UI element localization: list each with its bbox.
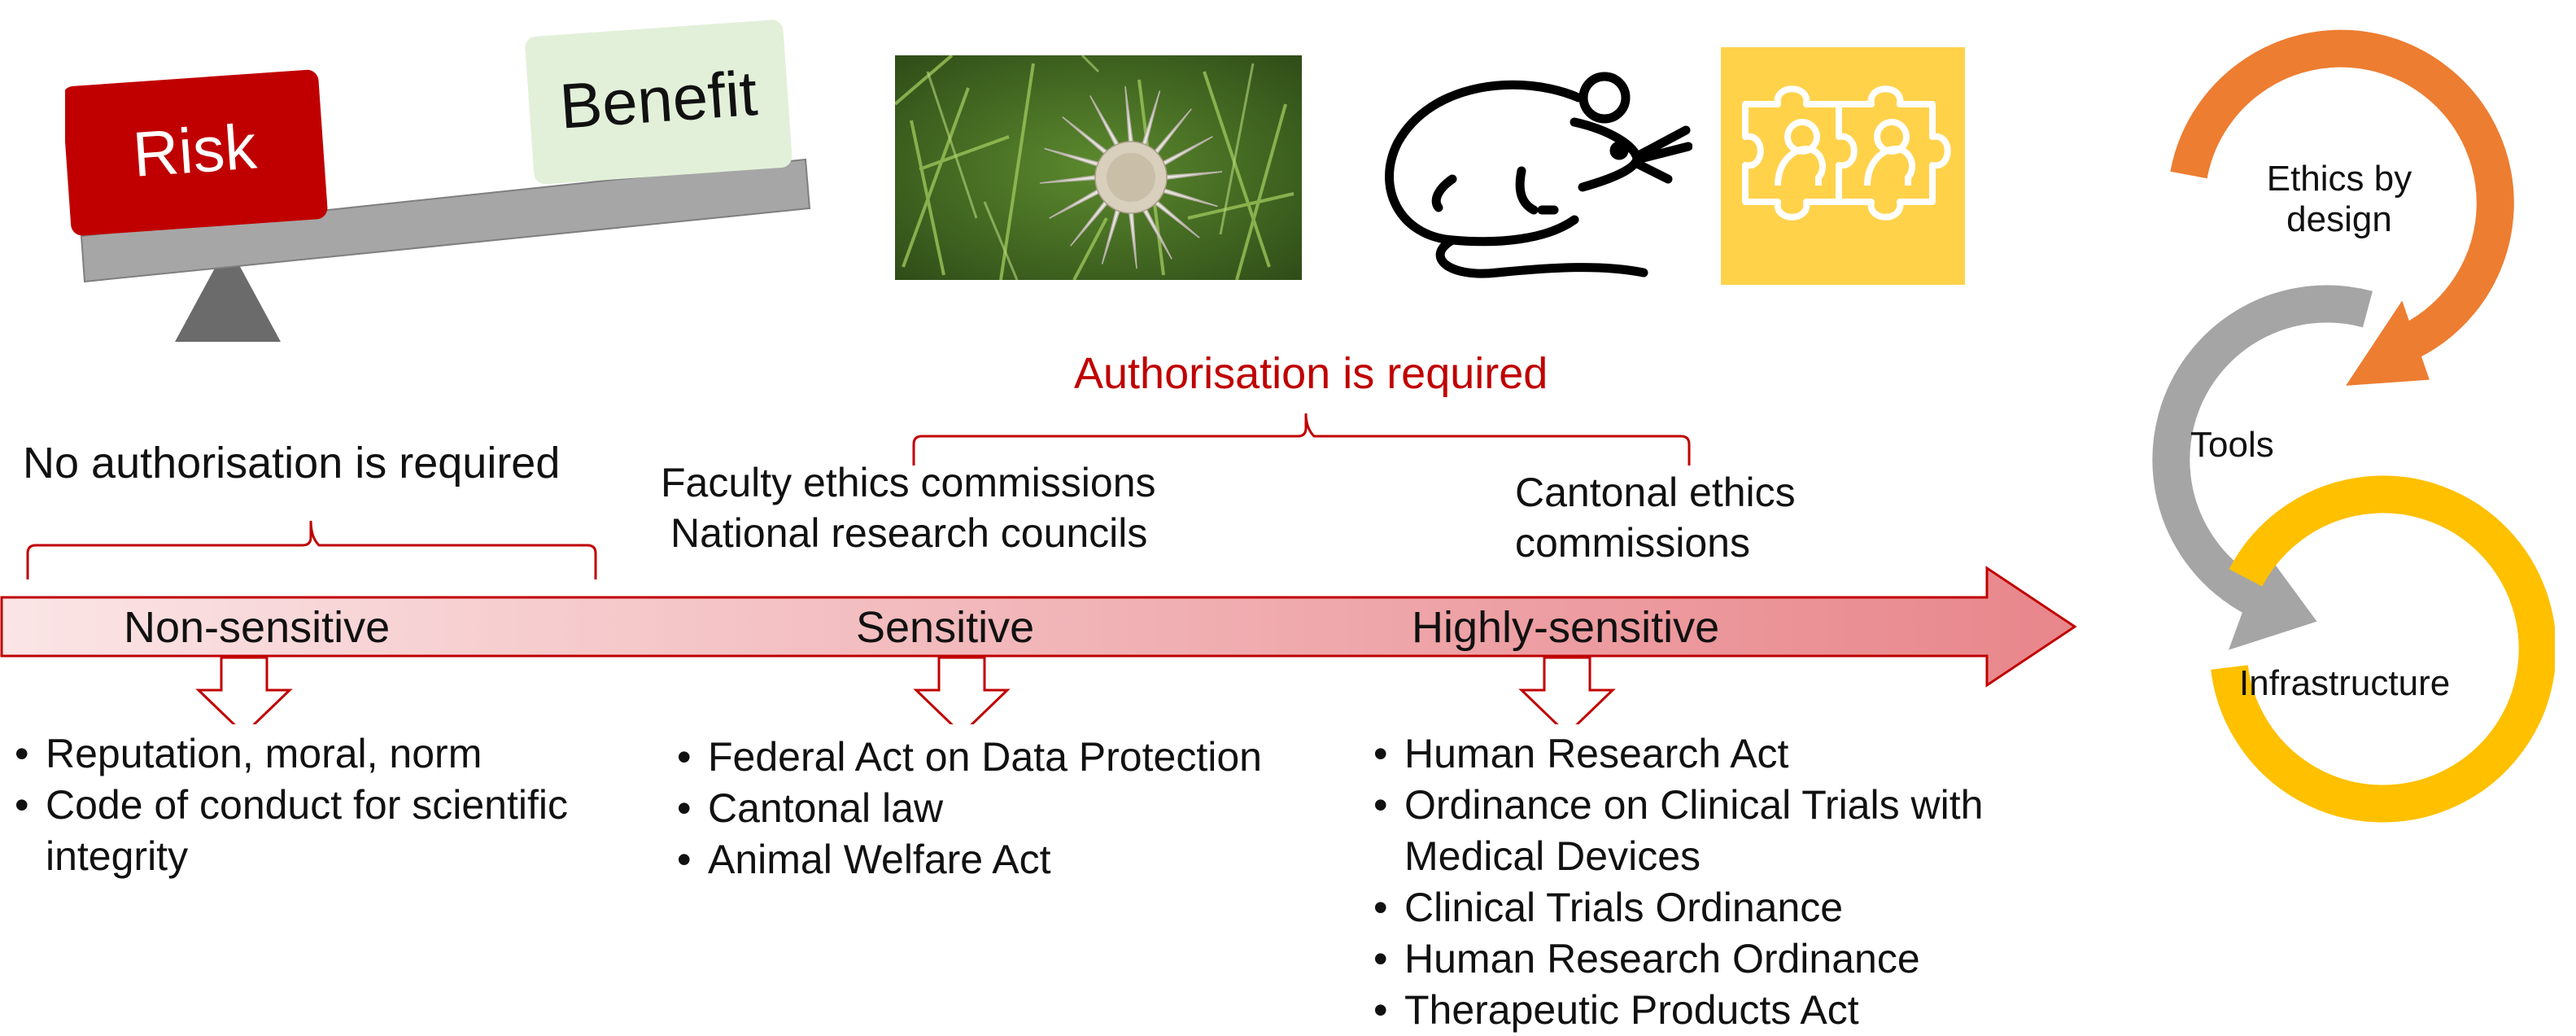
list-item: Reputation, moral, norm <box>15 728 648 780</box>
benefit-label: Benefit <box>557 57 760 142</box>
brace-authorisation-required <box>912 413 1691 466</box>
cycle-label-ethics-by-design: Ethics by design <box>2254 159 2425 240</box>
faculty-bodies-line-2: National research councils <box>670 510 1148 556</box>
cantonal-bodies: Cantonal ethics commissions <box>1515 467 1796 568</box>
cycle-ring-tools <box>2152 285 2373 650</box>
list-item: Therapeutic Products Act <box>1373 985 2072 1036</box>
level-non-sensitive-label: Non-sensitive <box>124 603 391 652</box>
faculty-bodies: Faculty ethics commissions National rese… <box>661 457 1156 558</box>
mouse-icon <box>1385 72 1692 278</box>
brace-no-authorisation <box>26 520 597 579</box>
cantonal-bodies-line-1: Cantonal ethics <box>1515 470 1796 515</box>
list-item: Animal Welfare Act <box>677 834 1262 885</box>
list-item: Clinical Trials Ordinance <box>1373 882 2072 933</box>
sensitive-list: Federal Act on Data Protection Cantonal … <box>677 732 1262 885</box>
authorisation-required-label: Authorisation is required <box>1074 349 1548 398</box>
scale-fulcrum <box>175 244 281 342</box>
risk-label: Risk <box>130 110 259 190</box>
risk-benefit-scale: Risk Benefit <box>65 20 811 342</box>
cycle-label-infrastructure: Infrastructure <box>2239 663 2451 703</box>
highly-sensitive-list: Human Research Act Ordinance on Clinical… <box>1373 728 2072 1036</box>
non-sensitive-list: Reputation, moral, norm Code of conduct … <box>15 728 648 882</box>
list-item: Human Research Act <box>1373 728 2072 780</box>
cycle-ring-infrastructure <box>2211 475 2555 823</box>
cycle-label-text: Ethics by design <box>2266 159 2412 239</box>
list-item: Cantonal law <box>677 783 1262 834</box>
braces <box>26 413 1691 579</box>
risk-block <box>65 69 328 236</box>
thistle-photo <box>895 55 1302 280</box>
list-item: Human Research Ordinance <box>1373 933 2072 985</box>
cycle-label-tools: Tools <box>2190 425 2274 465</box>
sensitivity-arrow-body <box>0 566 2077 688</box>
sensitivity-arrow <box>0 566 2077 724</box>
down-arrow-highly-sensitive <box>1518 656 1616 724</box>
no-authorisation-label: No authorisation is required <box>23 439 561 487</box>
puzzle-heads-icon <box>1721 47 1965 285</box>
faculty-bodies-line-1: Faculty ethics commissions <box>661 460 1156 505</box>
scale-beam <box>80 158 811 283</box>
level-highly-sensitive-label: Highly-sensitive <box>1412 603 1720 652</box>
ethics-cycle <box>2152 29 2555 823</box>
cycle-ring-ethics-by-design <box>2170 29 2514 386</box>
level-sensitive-label: Sensitive <box>856 603 1035 652</box>
down-arrow-sensitive <box>913 656 1011 724</box>
cantonal-bodies-line-2: commissions <box>1515 520 1750 566</box>
benefit-block <box>525 20 792 185</box>
list-item: Code of conduct for scientific integrity <box>15 780 648 882</box>
list-item: Ordinance on Clinical Trials with Medica… <box>1373 780 2072 882</box>
down-arrow-non-sensitive <box>195 656 293 724</box>
list-item: Federal Act on Data Protection <box>677 732 1262 783</box>
